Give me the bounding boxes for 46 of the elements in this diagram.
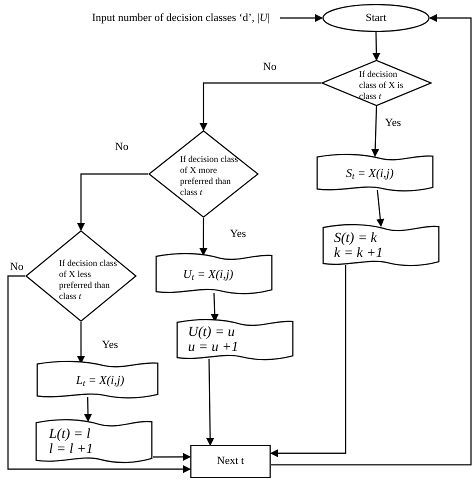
process-box bbox=[36, 360, 159, 400]
arrow bbox=[372, 32, 380, 61]
node-text: S(t) = k bbox=[334, 230, 378, 246]
node-text: U(t) = u bbox=[188, 325, 236, 340]
arrow bbox=[77, 322, 86, 364]
decision-diamond bbox=[321, 60, 432, 106]
process-box bbox=[35, 418, 153, 465]
process-box bbox=[322, 223, 440, 268]
arrow bbox=[280, 14, 323, 22]
process-box bbox=[316, 153, 434, 193]
node-text: L$_{t}$ = X(i,j) bbox=[76, 372, 126, 389]
edge-label: Yes bbox=[229, 229, 248, 240]
decision-diamond bbox=[148, 130, 259, 218]
node-text: If decision class of X more preferred than class t bbox=[180, 154, 239, 198]
arrow bbox=[200, 82, 321, 131]
edge-label: Yes bbox=[101, 340, 120, 351]
node-text: U$_{t}$ = X(i,j) bbox=[183, 266, 234, 283]
edge-label: No bbox=[262, 62, 278, 73]
node-text: Start bbox=[364, 10, 388, 26]
node-text: Input number of decision classes ‘d’, |U| bbox=[92, 10, 271, 26]
node-text: l = l +1 bbox=[49, 442, 94, 456]
node-text: If decision class of X is class t bbox=[359, 68, 404, 102]
node-text: S$_{t}$ = X(i,j) bbox=[346, 165, 395, 182]
process-box bbox=[155, 252, 273, 296]
arrow bbox=[84, 396, 92, 422]
node-text: If decision class of X less preferred than class t bbox=[59, 258, 118, 302]
process-box bbox=[176, 318, 294, 362]
arrow bbox=[270, 265, 346, 458]
arrow bbox=[7, 275, 191, 474]
arrow bbox=[210, 292, 219, 322]
arrow bbox=[371, 106, 380, 157]
edge-label: Yes bbox=[384, 118, 402, 129]
arrow bbox=[376, 190, 384, 227]
edge-label: No bbox=[9, 262, 24, 273]
process-box bbox=[190, 445, 271, 478]
node-text: k = k +1 bbox=[334, 246, 384, 260]
arrow bbox=[271, 14, 472, 466]
node-text: Next t bbox=[216, 454, 246, 470]
arrow bbox=[206, 359, 214, 446]
arrow bbox=[153, 452, 191, 461]
node-text: u = u +1 bbox=[188, 340, 240, 355]
arrow bbox=[77, 173, 148, 231]
edge-label: No bbox=[114, 142, 130, 153]
node-text: L(t) = l bbox=[49, 426, 92, 442]
arrow bbox=[199, 218, 208, 256]
decision-diamond bbox=[25, 230, 137, 322]
